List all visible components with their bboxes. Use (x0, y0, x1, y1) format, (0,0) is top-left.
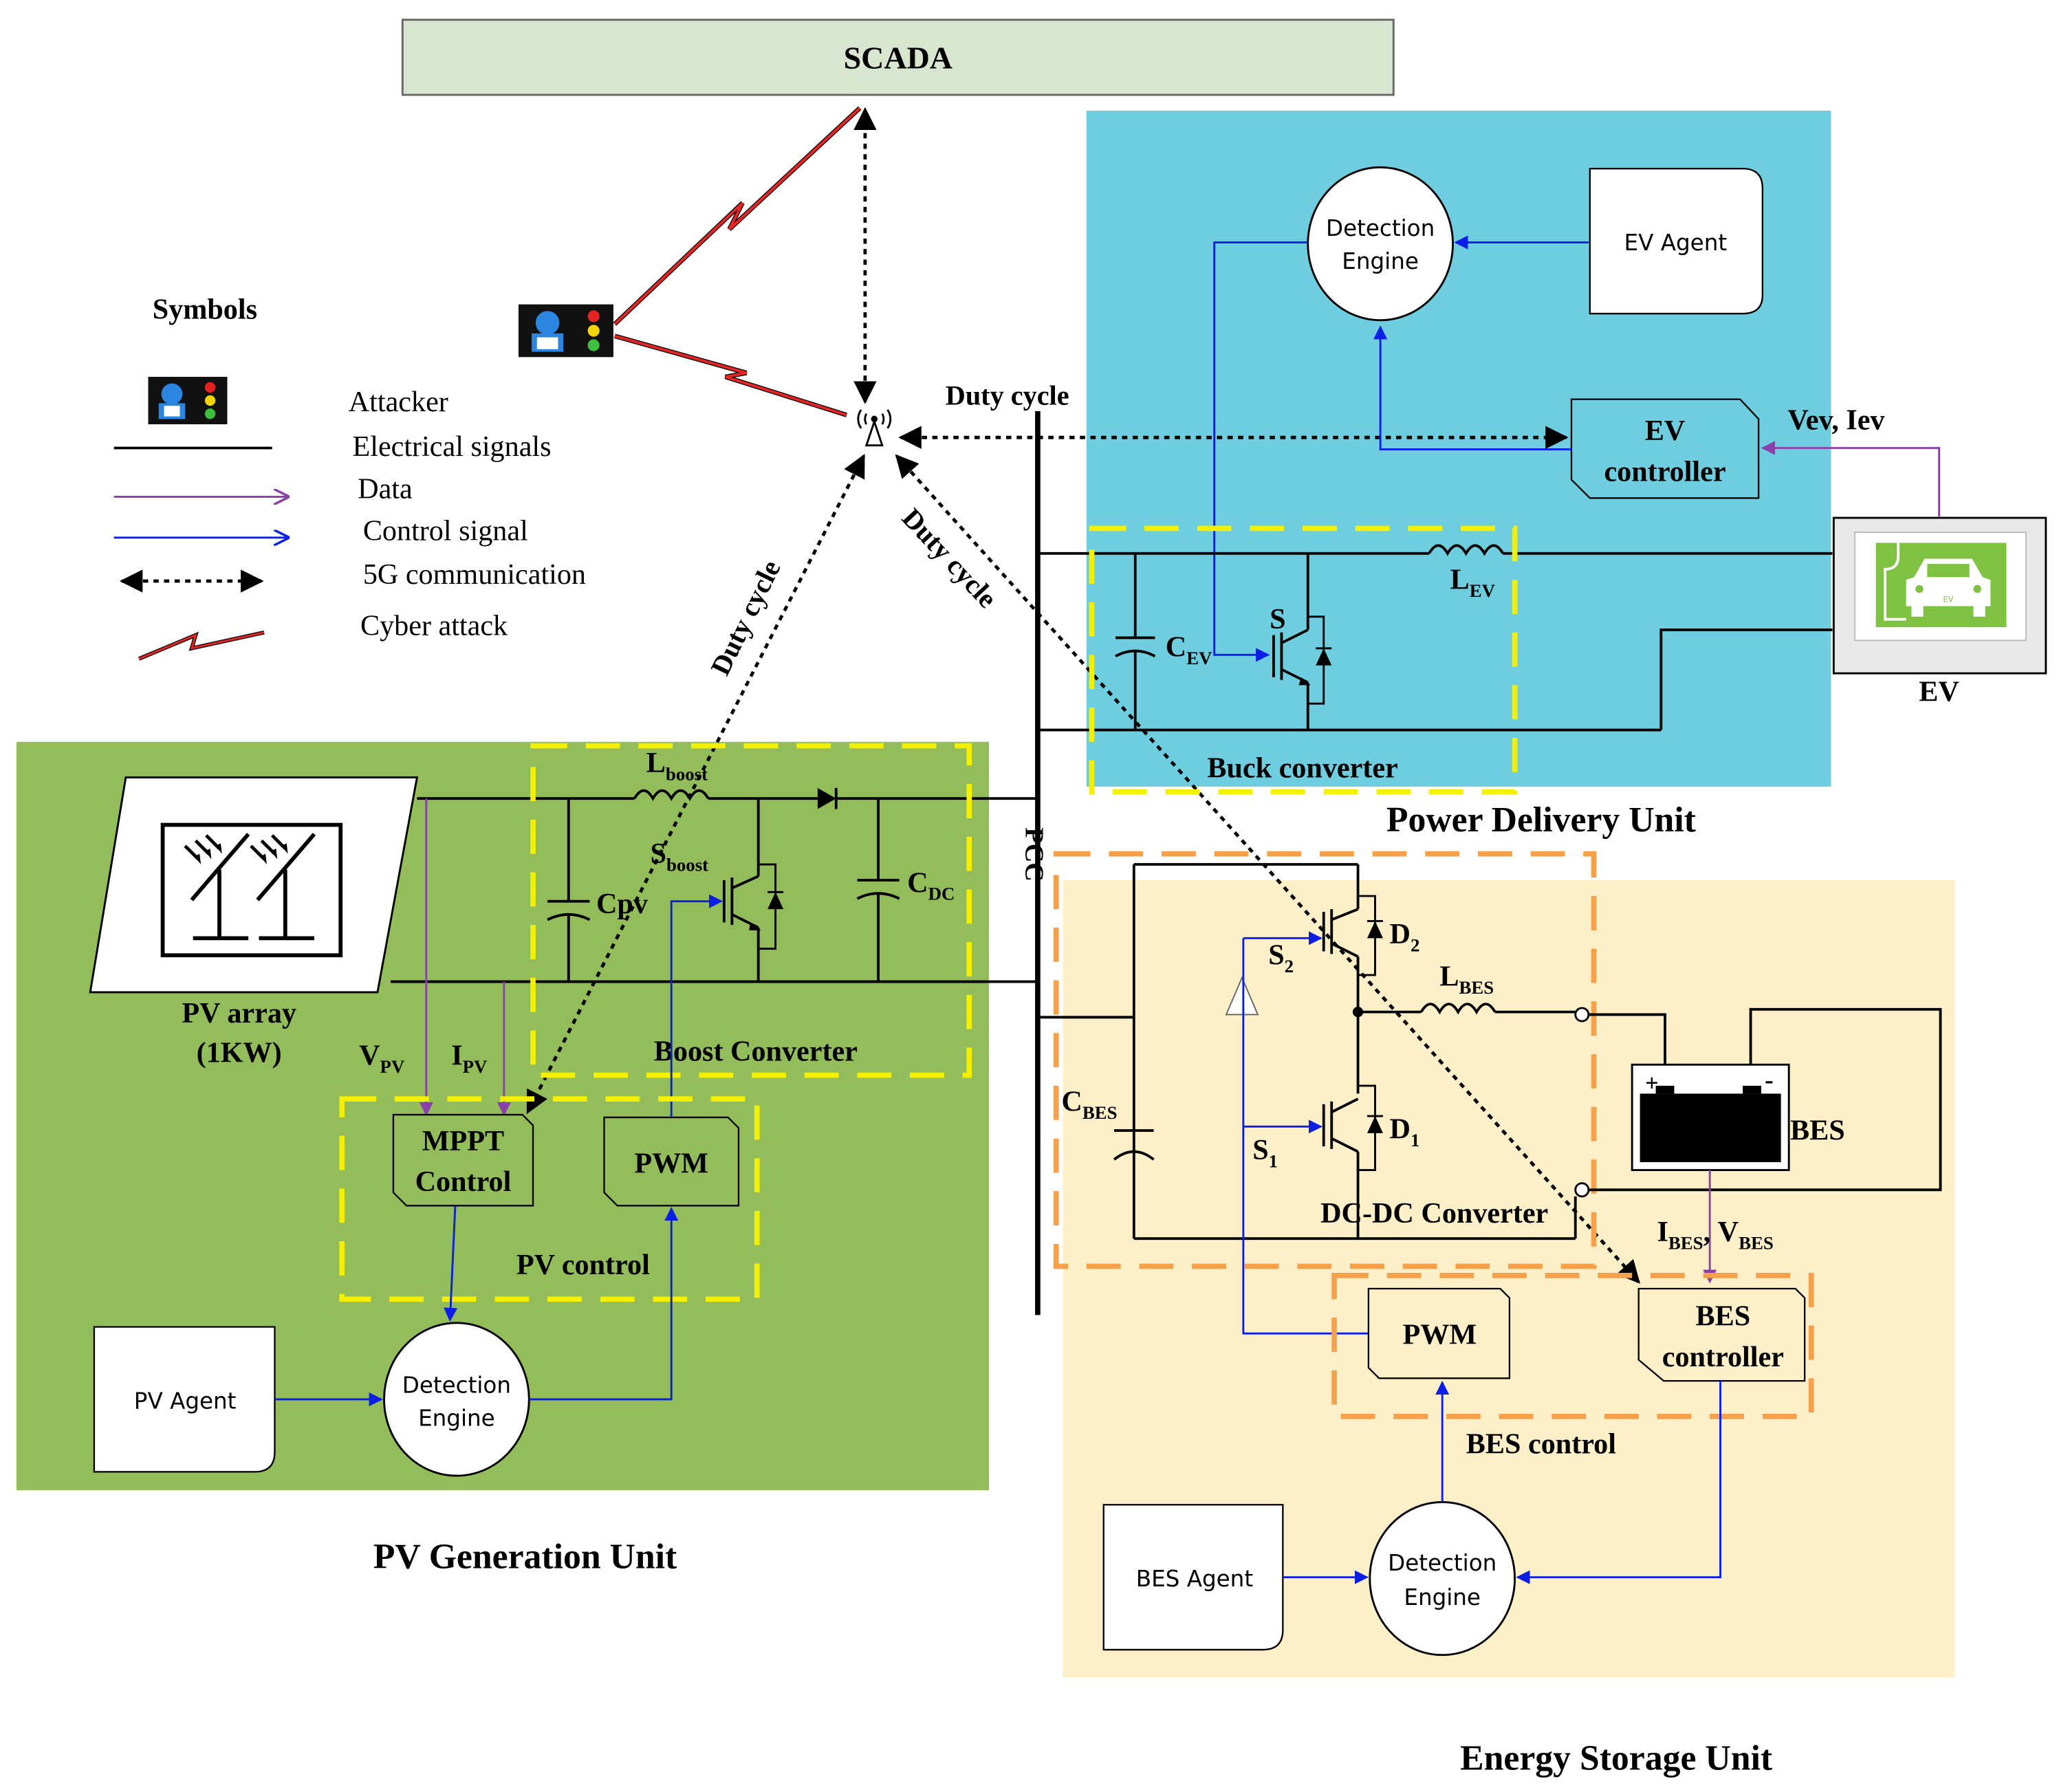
attacker-icon (518, 304, 613, 358)
scada-label: SCADA (844, 41, 953, 76)
battery-icon: + - (1631, 1063, 1790, 1172)
bes-pwm-box[interactable]: PWM (1367, 1287, 1511, 1379)
d1-label: D1 (1390, 1113, 1420, 1150)
boost-converter-border (530, 743, 972, 1078)
cbes-label: CBES (1061, 1085, 1117, 1122)
pv-array-label-1: PV array (182, 997, 296, 1029)
svg-text:Detection: Detection (402, 1372, 511, 1398)
pv-array-label-2: (1KW) (197, 1036, 282, 1069)
bes-measurement-label: IBES, VBES (1657, 1216, 1774, 1253)
pv-generation-unit-title: PV Generation Unit (373, 1537, 677, 1576)
scada-box[interactable]: SCADA (401, 19, 1395, 96)
legend-cyber-label: Cyber attack (360, 610, 508, 642)
svg-text:-: - (1765, 1066, 1774, 1095)
svg-text:EV: EV (1943, 595, 1953, 604)
legend-title: Symbols (153, 294, 257, 326)
cdc-label: CDC (907, 866, 955, 904)
cyber-attack-to-tower (613, 334, 848, 417)
buck-converter-border (1089, 525, 1518, 795)
buck-switch (1272, 553, 1332, 730)
pv-agent-box[interactable]: PV Agent (93, 1326, 276, 1473)
svg-text:EV: EV (1645, 415, 1686, 447)
svg-text:BES: BES (1695, 1300, 1750, 1333)
svg-text:PWM: PWM (634, 1147, 708, 1179)
ev-box[interactable]: EV (1832, 516, 2047, 675)
vpv-label: VPV (359, 1039, 405, 1076)
solar-panel-icon (184, 833, 316, 941)
bes-control-label: BES control (1466, 1428, 1616, 1461)
energy-storage-unit-title: Energy Storage Unit (1460, 1738, 1772, 1778)
ev-measurement-label: Vev, Iev (1787, 404, 1885, 437)
pv-generation-unit: PV array (1KW) Cpv CDC (89, 743, 1038, 1477)
duty-cycle-pv-label: Duty cycle (704, 556, 786, 680)
svg-text:EV Agent: EV Agent (1624, 230, 1728, 256)
buck-switch-label: S (1270, 603, 1285, 635)
bes-label: BES (1790, 1114, 1845, 1146)
legend-electrical-label: Electrical signals (353, 430, 552, 463)
switch-s2 (1322, 895, 1383, 1094)
duty-cycle-bes-label: Duty cycle (896, 502, 1003, 613)
s2-label: S2 (1268, 939, 1294, 976)
bes-detection-engine[interactable]: Detection Engine (1369, 1501, 1516, 1657)
svg-text:Engine: Engine (1404, 1584, 1481, 1610)
cyber-attack-to-scada (613, 106, 862, 326)
svg-text:MPPT: MPPT (422, 1125, 504, 1157)
bes-agent-box[interactable]: BES Agent (1102, 1504, 1284, 1651)
svg-text:controller: controller (1604, 455, 1726, 488)
buck-converter-label: Buck converter (1207, 752, 1397, 785)
dc-dc-converter-border (1053, 851, 1597, 1269)
pv-array[interactable] (89, 776, 419, 994)
energy-storage-unit: CBES S2 D2 S1 D1 (1037, 851, 1942, 1657)
svg-text:Engine: Engine (418, 1405, 495, 1431)
legend-control-label: Control signal (363, 515, 528, 547)
pcc-label: PCC (1020, 827, 1049, 882)
power-delivery-unit: Detection Engine EV Agent EV controller … (1037, 166, 2047, 795)
bes-control-border (1331, 1273, 1814, 1419)
power-delivery-unit-title: Power Delivery Unit (1386, 800, 1696, 840)
dc-dc-converter-label: DC-DC Converter (1320, 1197, 1548, 1230)
lbes-label: LBES (1439, 960, 1494, 997)
svg-text:+: + (1645, 1071, 1659, 1097)
legend-5g-label: 5G communication (363, 558, 586, 591)
antenna-tower-icon (857, 409, 892, 447)
svg-text:Detection: Detection (1388, 1550, 1497, 1576)
attacker-icon (148, 377, 228, 425)
svg-text:Engine: Engine (1342, 248, 1419, 274)
pv-control-border (339, 1096, 760, 1302)
pv-detection-engine[interactable]: Detection Engine (383, 1322, 530, 1477)
boost-converter-label: Boost Converter (654, 1036, 858, 1068)
legend-attacker-label: Attacker (349, 386, 448, 418)
ev-agent-box[interactable]: EV Agent (1589, 168, 1763, 315)
legend-data-label: Data (358, 472, 413, 505)
lev-label: LEV (1450, 564, 1496, 601)
5g-link-mppt (526, 454, 866, 1115)
cev-label: CEV (1166, 631, 1212, 668)
d2-label: D2 (1390, 918, 1420, 955)
ev-controller-box[interactable]: EV controller (1570, 398, 1760, 499)
svg-text:controller: controller (1662, 1341, 1784, 1373)
svg-text:Detection: Detection (1326, 215, 1435, 241)
pv-control-label: PV control (516, 1249, 650, 1281)
pv-pwm-box[interactable]: PWM (603, 1116, 740, 1207)
boost-switch (722, 798, 784, 982)
cpv-label: Cpv (596, 888, 649, 920)
mppt-control-box[interactable]: MPPT Control (392, 1113, 534, 1207)
pdu-detection-engine[interactable]: Detection Engine (1307, 166, 1454, 322)
svg-text:Control: Control (415, 1166, 512, 1198)
ipv-label: IPV (451, 1039, 488, 1076)
bes-controller-box[interactable]: BES controller (1637, 1287, 1806, 1382)
svg-text:PWM: PWM (1403, 1319, 1477, 1351)
legend: Symbols Attacker Electrical signals Data… (113, 294, 586, 661)
duty-cycle-pdu-label: Duty cycle (946, 380, 1069, 411)
s1-label: S1 (1252, 1134, 1278, 1171)
ev-label: EV (1919, 675, 1959, 708)
svg-text:PV Agent: PV Agent (134, 1388, 237, 1414)
sboost-label: Sboost (651, 838, 709, 875)
svg-text:BES Agent: BES Agent (1136, 1566, 1253, 1592)
ev-car-icon: EV (1884, 543, 1991, 621)
switch-s1 (1322, 1084, 1383, 1239)
lboost-label: Lboost (646, 747, 708, 784)
